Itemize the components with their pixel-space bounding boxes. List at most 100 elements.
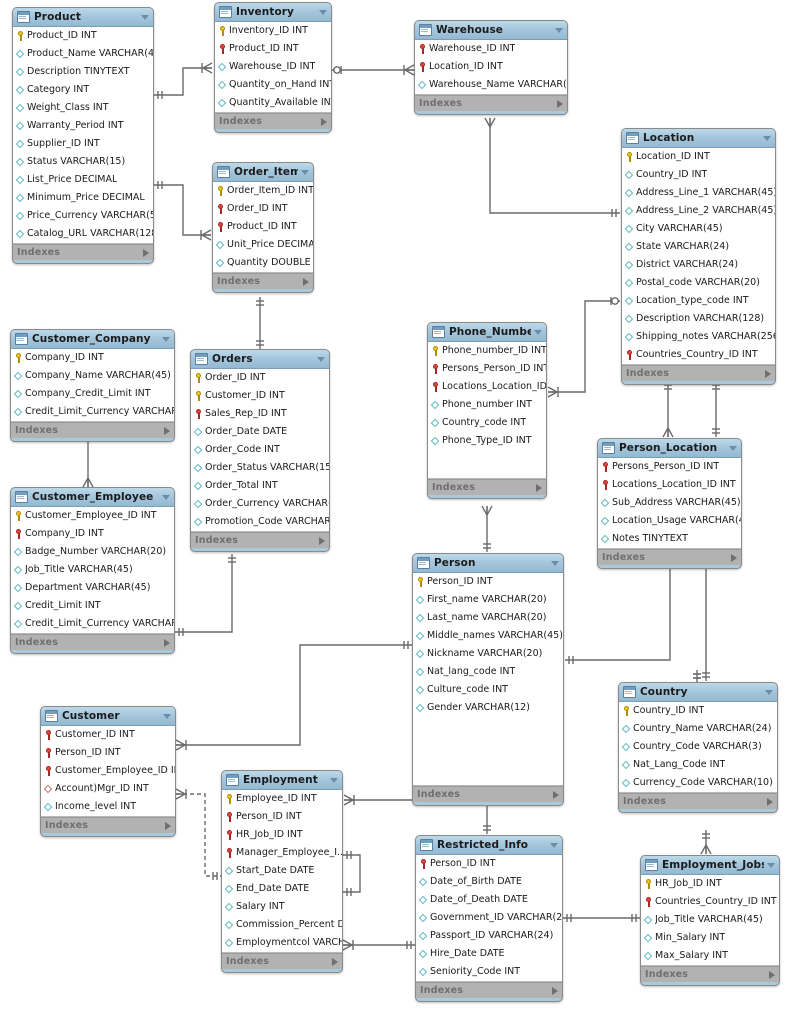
chevron-down-icon[interactable] [729,445,737,451]
column-row[interactable]: Warehouse_Name VARCHAR(45) [415,76,567,94]
chevron-down-icon[interactable] [141,14,149,20]
chevron-down-icon[interactable] [162,336,170,342]
column-row[interactable]: Status VARCHAR(15) [13,153,153,171]
relationship-link[interactable] [712,381,720,437]
chevron-down-icon[interactable] [550,842,558,848]
relationship-link[interactable] [563,914,640,922]
column-row[interactable]: Customer_ID INT [41,726,175,744]
chevron-down-icon[interactable] [317,356,325,362]
column-row[interactable]: Company_ID INT [11,349,174,367]
column-row[interactable]: Sub_Address VARCHAR(45) [598,494,741,512]
relationship-link[interactable] [154,181,212,241]
relationship-link[interactable] [547,297,620,398]
column-row[interactable]: Shipping_notes VARCHAR(256) [622,328,775,346]
column-row[interactable]: First_name VARCHAR(20) [413,591,563,609]
column-row[interactable]: Gender VARCHAR(12) [413,699,563,717]
column-row[interactable]: Quantity DOUBLE [213,254,313,272]
column-row[interactable]: Culture_code INT [413,681,563,699]
indexes-section[interactable]: Indexes [641,966,779,982]
column-row[interactable]: Credit_Limit_Currency VARCHAR(5) [11,615,174,633]
column-row[interactable]: Location_type_code INT [622,292,775,310]
expand-arrow-icon[interactable] [557,99,563,108]
column-row[interactable]: Nat_lang_code INT [413,663,563,681]
column-row[interactable]: Company_Name VARCHAR(45) [11,367,174,385]
column-row[interactable]: Locations_Location_ID I... [428,378,546,396]
expand-arrow-icon[interactable] [319,536,325,545]
column-row[interactable]: Country_Code VARCHAR(3) [619,738,777,756]
column-row[interactable]: HR_Job_ID INT [222,826,342,844]
column-row[interactable]: Warehouse_ID INT [215,58,331,76]
column-row[interactable]: Credit_Limit_Currency VARCHAR(5) [11,403,174,421]
chevron-down-icon[interactable] [767,862,775,868]
column-row[interactable]: Employee_ID INT [222,790,342,808]
column-row[interactable]: Credit_Limit INT [11,597,174,615]
relationship-link[interactable] [662,381,674,438]
column-row[interactable]: Quantity_Available INT [215,94,331,112]
column-row[interactable]: Catalog_URL VARCHAR(128) [13,225,153,243]
column-row[interactable]: Locations_Location_ID INT [598,476,741,494]
table-header[interactable]: Warehouse [415,21,567,40]
relationship-link[interactable] [175,641,412,751]
column-row[interactable]: Company_Credit_Limit INT [11,385,174,403]
column-row[interactable]: State VARCHAR(24) [622,238,775,256]
column-row[interactable]: Country_code INT [428,414,546,432]
column-row[interactable]: Nat_Lang_Code INT [619,756,777,774]
column-row[interactable]: Government_ID VARCHAR(24) [416,909,562,927]
column-row[interactable]: Warehouse_ID INT [415,40,567,58]
relationship-link[interactable] [343,851,361,896]
expand-arrow-icon[interactable] [303,277,309,286]
column-row[interactable]: Phone_number INT [428,396,546,414]
column-row[interactable]: Passport_ID VARCHAR(24) [416,927,562,945]
column-row[interactable]: Description TINYTEXT [13,63,153,81]
relationship-link[interactable] [154,62,213,99]
column-row[interactable]: Job_Title VARCHAR(45) [641,911,779,929]
column-row[interactable]: Order_Item_ID INT [213,182,313,200]
relationship-link[interactable] [693,670,701,682]
column-row[interactable]: Product_ID INT [213,218,313,236]
table-header[interactable]: Employment_Jobs [641,856,779,875]
column-row[interactable]: Sales_Rep_ID INT [191,405,329,423]
column-row[interactable]: Address_Line_1 VARCHAR(45) [622,184,775,202]
indexes-section[interactable]: Indexes [41,817,175,833]
indexes-section[interactable]: Indexes [619,793,777,809]
expand-arrow-icon[interactable] [536,483,542,492]
column-row[interactable]: Promotion_Code VARCHAR(45) [191,513,329,531]
column-row[interactable]: End_Date DATE [222,880,342,898]
chevron-down-icon[interactable] [555,27,563,33]
column-row[interactable]: Min_Salary INT [641,929,779,947]
table-header[interactable]: Customer_Company [11,330,174,349]
table-header[interactable]: Country [619,683,777,702]
column-row[interactable]: Countries_Country_ID INT [641,893,779,911]
chevron-down-icon[interactable] [162,494,170,500]
chevron-down-icon[interactable] [319,9,327,15]
column-row[interactable]: Country_ID INT [619,702,777,720]
column-row[interactable]: Customer_ID INT [191,387,329,405]
expand-arrow-icon[interactable] [553,790,559,799]
column-row[interactable]: Warranty_Period INT [13,117,153,135]
column-row[interactable]: Category INT [13,81,153,99]
table-header[interactable]: Customer [41,707,175,726]
chevron-down-icon[interactable] [534,329,542,335]
column-row[interactable]: Location_ID INT [415,58,567,76]
expand-arrow-icon[interactable] [765,369,771,378]
column-row[interactable]: Manager_Employee_I... [222,844,342,862]
chevron-down-icon[interactable] [763,135,771,141]
column-row[interactable]: Person_ID INT [41,744,175,762]
indexes-section[interactable]: Indexes [416,982,562,998]
column-row[interactable]: Commission_Percent D... [222,916,342,934]
column-row[interactable]: Order_ID INT [213,200,313,218]
indexes-section[interactable]: Indexes [598,549,741,565]
table-header[interactable]: Phone_Number [428,323,546,342]
column-row[interactable]: Order_Total INT [191,477,329,495]
relationship-link[interactable] [256,297,264,349]
column-row[interactable]: Currency_Code VARCHAR(10) [619,774,777,792]
